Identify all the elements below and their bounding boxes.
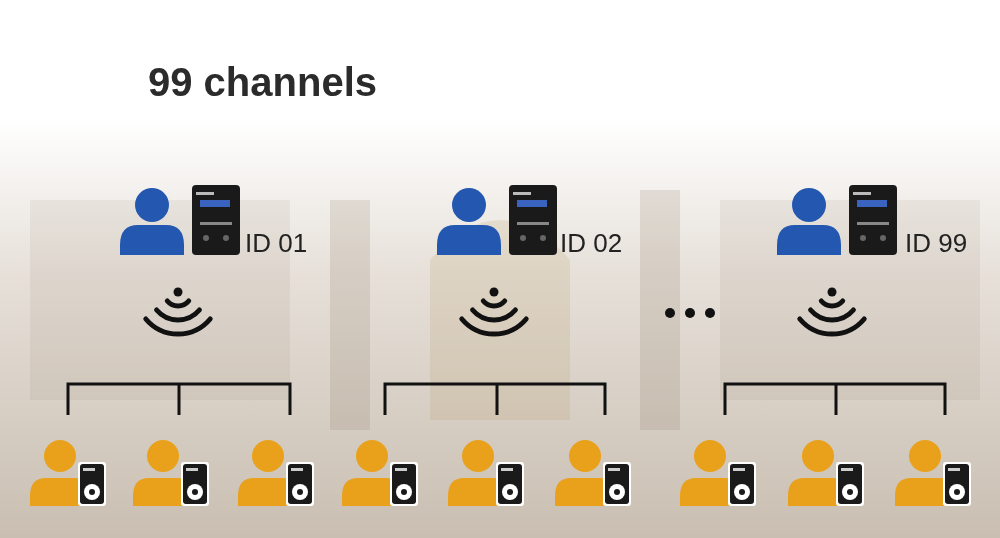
channel-id: ID 99 bbox=[905, 228, 967, 259]
wireless-symbol bbox=[800, 288, 864, 335]
ellipsis-dots bbox=[665, 308, 715, 318]
bracket bbox=[68, 384, 945, 415]
transmitter-node: ID 02 bbox=[437, 180, 647, 260]
wireless-symbol bbox=[462, 288, 526, 335]
wireless-symbol bbox=[146, 288, 210, 335]
receiver-icons bbox=[30, 440, 971, 506]
transmitter-icon bbox=[777, 185, 897, 255]
transmitter-node: ID 01 bbox=[120, 180, 330, 260]
channel-id: ID 02 bbox=[560, 228, 622, 259]
channel-id: ID 01 bbox=[245, 228, 307, 259]
diagram-title: 99 channels bbox=[148, 60, 377, 105]
transmitter-icon bbox=[437, 185, 557, 255]
transmitter-icon bbox=[120, 185, 240, 255]
transmitter-node: ID 99 bbox=[777, 180, 992, 260]
